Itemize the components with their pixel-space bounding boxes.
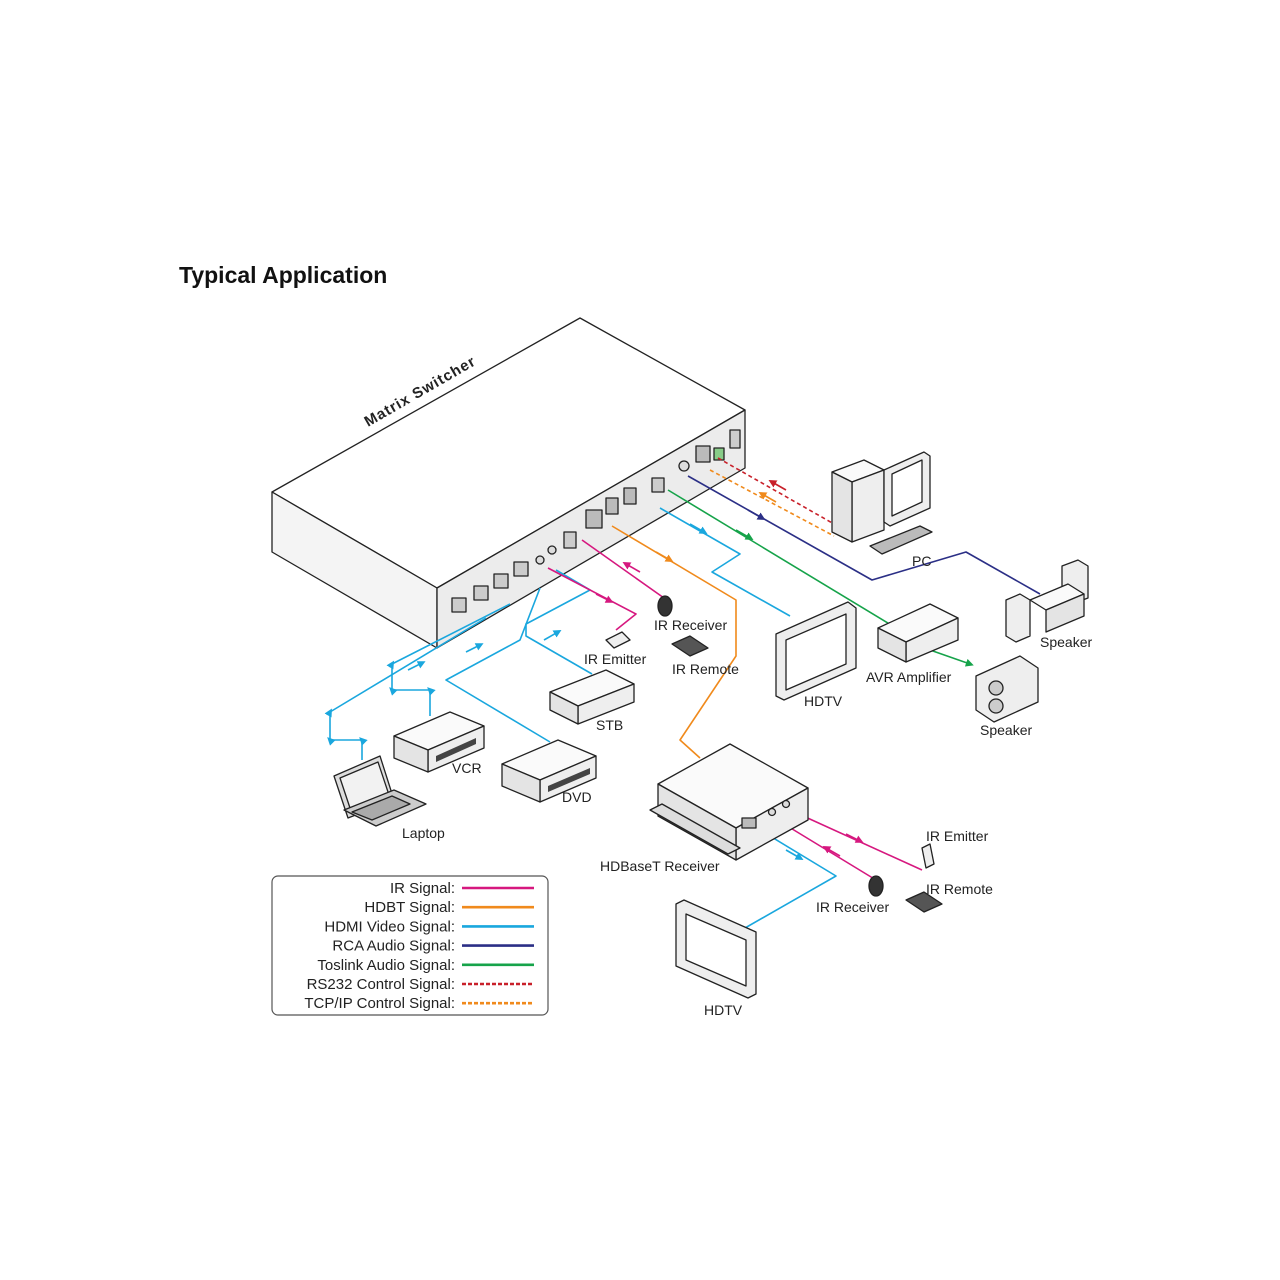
cables bbox=[324, 457, 1041, 933]
stb-device: STB bbox=[549, 669, 635, 733]
hdtv-device-2: HDTV bbox=[675, 899, 757, 1018]
stb-label: STB bbox=[596, 717, 623, 733]
hdbt-cable bbox=[611, 525, 737, 759]
legend-label: Toslink Audio Signal: bbox=[317, 957, 455, 974]
laptop-device: Laptop bbox=[333, 755, 445, 841]
laptop-label: Laptop bbox=[402, 825, 445, 841]
hdmi-cable-dvd bbox=[445, 587, 551, 743]
avr-device: AVR Amplifier bbox=[866, 603, 959, 685]
ir-emitter-device-1: IR Emitter bbox=[584, 631, 647, 667]
ir-remote-label-1: IR Remote bbox=[672, 661, 739, 677]
legend-label: TCP/IP Control Signal: bbox=[304, 995, 455, 1012]
hdtv-label-2: HDTV bbox=[704, 1002, 743, 1018]
legend-label: RS232 Control Signal: bbox=[307, 976, 455, 993]
ir-receiver-label-1: IR Receiver bbox=[654, 617, 727, 633]
ir-cable-receiver bbox=[581, 539, 665, 599]
ir-emitter-device-2: IR Emitter bbox=[921, 828, 989, 869]
hdmi-cable-hdtv2 bbox=[737, 829, 837, 933]
ir-emitter-label-1: IR Emitter bbox=[584, 651, 647, 667]
ir-remote-label-2: IR Remote bbox=[926, 881, 993, 897]
hdbaset-receiver-device: HDBaseT Receiver bbox=[600, 743, 809, 874]
vcr-device: VCR bbox=[393, 711, 485, 776]
hdbaset-receiver-label: HDBaseT Receiver bbox=[600, 858, 720, 874]
legend-label: HDMI Video Signal: bbox=[324, 918, 455, 935]
ir-remote-device-1: IR Remote bbox=[671, 635, 739, 677]
toslink-cable-avr bbox=[667, 489, 897, 629]
speaker-label-2: Speaker bbox=[980, 722, 1032, 738]
rca-cable-speaker bbox=[687, 475, 1041, 595]
avr-label: AVR Amplifier bbox=[866, 669, 952, 685]
dvd-device: DVD bbox=[501, 739, 597, 805]
speaker-device-1: Speaker bbox=[1005, 559, 1092, 650]
page-title: Typical Application bbox=[179, 262, 388, 288]
legend: IR Signal: HDBT Signal: HDMI Video Signal:… bbox=[271, 875, 549, 1016]
pc-label: PC bbox=[912, 553, 931, 569]
matrix-switcher: Matrix Switcher bbox=[271, 317, 746, 649]
speaker-label-1: Speaker bbox=[1040, 634, 1092, 650]
hdmi-cable-vcr bbox=[386, 603, 511, 716]
vcr-label: VCR bbox=[452, 760, 482, 776]
ir-cable-emitter bbox=[547, 567, 637, 631]
legend-label: HDBT Signal: bbox=[364, 899, 455, 916]
legend-box bbox=[271, 875, 549, 1016]
hdtv-device-1: HDTV bbox=[775, 601, 857, 709]
speaker-device-2: Speaker bbox=[975, 655, 1039, 738]
legend-label: IR Signal: bbox=[390, 880, 455, 897]
ir-remote-device-2: IR Remote bbox=[905, 881, 993, 913]
ir-receiver-device-2: IR Receiver bbox=[816, 875, 889, 915]
dvd-label: DVD bbox=[562, 789, 592, 805]
hdmi-cable-laptop bbox=[324, 617, 487, 760]
ir-receiver-label-2: IR Receiver bbox=[816, 899, 889, 915]
legend-label: RCA Audio Signal: bbox=[332, 938, 455, 955]
tcpip-cable-pc bbox=[709, 469, 835, 537]
ir-receiver-device-1: IR Receiver bbox=[654, 595, 727, 633]
hdtv-label-1: HDTV bbox=[804, 693, 843, 709]
pc-device: PC bbox=[831, 451, 933, 569]
ir-emitter-label-2: IR Emitter bbox=[926, 828, 989, 844]
